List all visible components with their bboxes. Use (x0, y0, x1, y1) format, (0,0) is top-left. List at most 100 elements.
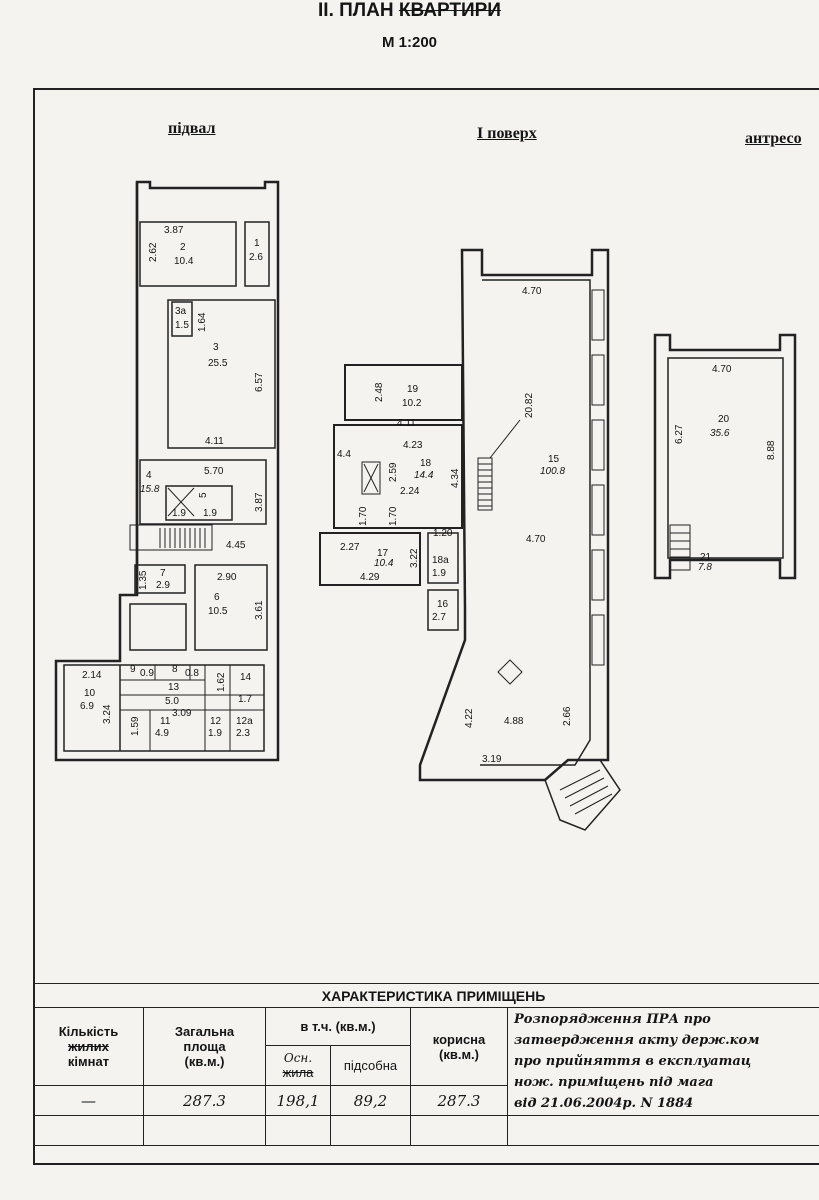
col-useful-header: корисна (кв.м.) (410, 1007, 508, 1086)
room-5-x: 1.9 (172, 508, 186, 519)
room-3-width: 1.64 (197, 312, 208, 332)
room-14-height: 1.62 (216, 672, 227, 692)
room-4-height: 3.87 (254, 492, 265, 512)
basement-labels: 3.87 2.62 2 10.4 1 2.6 3а 1.5 1.64 3 25.… (80, 225, 265, 739)
room-17-bottom: 4.29 (360, 572, 380, 583)
room-9-area: 0.9 (140, 668, 154, 679)
room-3-area: 25.5 (208, 358, 228, 369)
cell-rooms: — (33, 1085, 144, 1116)
room-18-number: 18 (420, 458, 432, 469)
first-floor-labels: 4.70 20.82 15 100.8 4.70 4.34 4.22 4.88 … (337, 286, 573, 765)
room-3a-number: 3а (175, 306, 187, 317)
room-2-height: 2.62 (148, 242, 159, 262)
room-11-number: 11 (160, 716, 171, 727)
empty-cell (265, 1115, 331, 1146)
section-first-floor: І поверх (477, 125, 537, 142)
room-19-number: 19 (407, 384, 419, 395)
mezzanine-labels: 4.70 6.27 20 35.6 8.88 21 7.8 (674, 364, 777, 573)
room-19-area: 10.2 (402, 398, 422, 409)
cell-useful: 287.3 (410, 1085, 508, 1116)
col-total-2: площа (183, 1039, 226, 1054)
room-20-area: 35.6 (710, 428, 730, 439)
room-18a-area: 1.9 (432, 568, 446, 579)
room-20-height-2: 8.88 (766, 440, 777, 460)
room-17-h1: 1.70 (358, 506, 369, 526)
room-3-bottom: 4.11 (205, 436, 224, 447)
sub-main-1: Осн. (283, 1051, 313, 1065)
room-17-h3: 3.22 (409, 548, 420, 568)
room-18-area: 14.4 (414, 470, 434, 481)
room-18-height: 2.59 (388, 462, 399, 482)
room-14-area: 1.7 (238, 694, 252, 705)
empty-cell (33, 1115, 144, 1146)
room-19-height: 2.48 (374, 382, 385, 402)
room-8-number: 8 (172, 664, 178, 675)
room-11-area: 4.9 (155, 728, 169, 739)
stair-width: 4.45 (226, 540, 246, 551)
room-15-mid: 4.70 (526, 534, 546, 545)
col-rooms-3: кімнат (67, 1054, 110, 1069)
room-12a-area: 2.3 (236, 728, 250, 739)
room-11-height: 1.59 (130, 716, 141, 736)
note-line-1: Розпорядження ПРА про (514, 1012, 711, 1027)
empty-cell (410, 1115, 508, 1146)
cell-total: 287.3 (143, 1085, 266, 1116)
room-20-height: 6.27 (674, 424, 685, 444)
room-1-number: 1 (254, 238, 260, 249)
room-13-number: 13 (168, 682, 180, 693)
room-13-area: 5.0 (165, 696, 179, 707)
empty-cell (330, 1115, 411, 1146)
section-basement: підвал (168, 120, 216, 137)
cell-aux: 89,2 (330, 1085, 411, 1116)
room-5-number: 5 (198, 492, 209, 498)
empty-cell (506, 1115, 819, 1146)
col-rooms-2: жилих (68, 1039, 109, 1054)
room-3a-area: 1.5 (175, 320, 189, 331)
room-1-area: 2.6 (249, 252, 263, 263)
room-10-height: 3.24 (102, 704, 113, 724)
room-7-number: 7 (160, 568, 166, 579)
room-6-height: 3.61 (254, 600, 265, 620)
room-18-x: 2.24 (400, 486, 420, 497)
room-12-number: 12 (210, 716, 222, 727)
plan-frame (33, 88, 819, 1165)
section-mezzanine: антресо (745, 130, 802, 147)
note-line-4: нож. приміщень під мага (514, 1075, 714, 1090)
sub-main-header: Осн. жила (265, 1045, 331, 1086)
room-10-width: 2.14 (82, 670, 102, 681)
col-rooms-header: Кількість жилих кімнат (33, 1007, 144, 1086)
first-floor-walls (319, 248, 621, 831)
col-incl-header: в т.ч. (кв.м.) (265, 1007, 411, 1046)
note-line-3: про прийняття в експлуатац (514, 1054, 752, 1069)
col-useful-1: корисна (432, 1031, 486, 1047)
room-3-number: 3 (213, 342, 219, 353)
room-2-area: 10.4 (174, 256, 194, 267)
room-15-right-width: 2.66 (562, 706, 573, 726)
col-rooms-1: Кількість (58, 1024, 119, 1039)
room-12a-number: 12а (236, 716, 253, 727)
room-21-area: 7.8 (698, 562, 712, 573)
col-total-1: Загальна (174, 1024, 235, 1039)
room-4-number: 4 (146, 470, 152, 481)
room-20-width: 4.70 (712, 364, 732, 375)
room-18-width: 4.23 (403, 440, 423, 451)
empty-cell (143, 1115, 266, 1146)
room-4-width: 5.70 (204, 466, 224, 477)
plan-title: II. ПЛАН КВАРТИРИ (0, 0, 819, 22)
room-15-w2: 4.88 (504, 716, 524, 727)
room-7-area: 2.9 (156, 580, 170, 591)
col-total-3: (кв.м.) (184, 1054, 225, 1069)
basement-walls (54, 180, 280, 762)
room-2-number: 2 (180, 242, 186, 253)
room-17-width: 2.27 (340, 542, 360, 553)
plan-title-struck: КВАРТИРИ (398, 0, 501, 21)
room-14-number: 14 (240, 672, 252, 683)
room-10-area: 6.9 (80, 701, 94, 712)
room-15-h2: 4.34 (450, 468, 461, 488)
room-17-h2: 1.70 (388, 506, 399, 526)
room-21-number: 21 (700, 552, 712, 563)
sub-main-2: жила (282, 1065, 314, 1080)
room-15-bottom: 3.19 (482, 754, 502, 765)
room-12-area: 1.9 (208, 728, 222, 739)
